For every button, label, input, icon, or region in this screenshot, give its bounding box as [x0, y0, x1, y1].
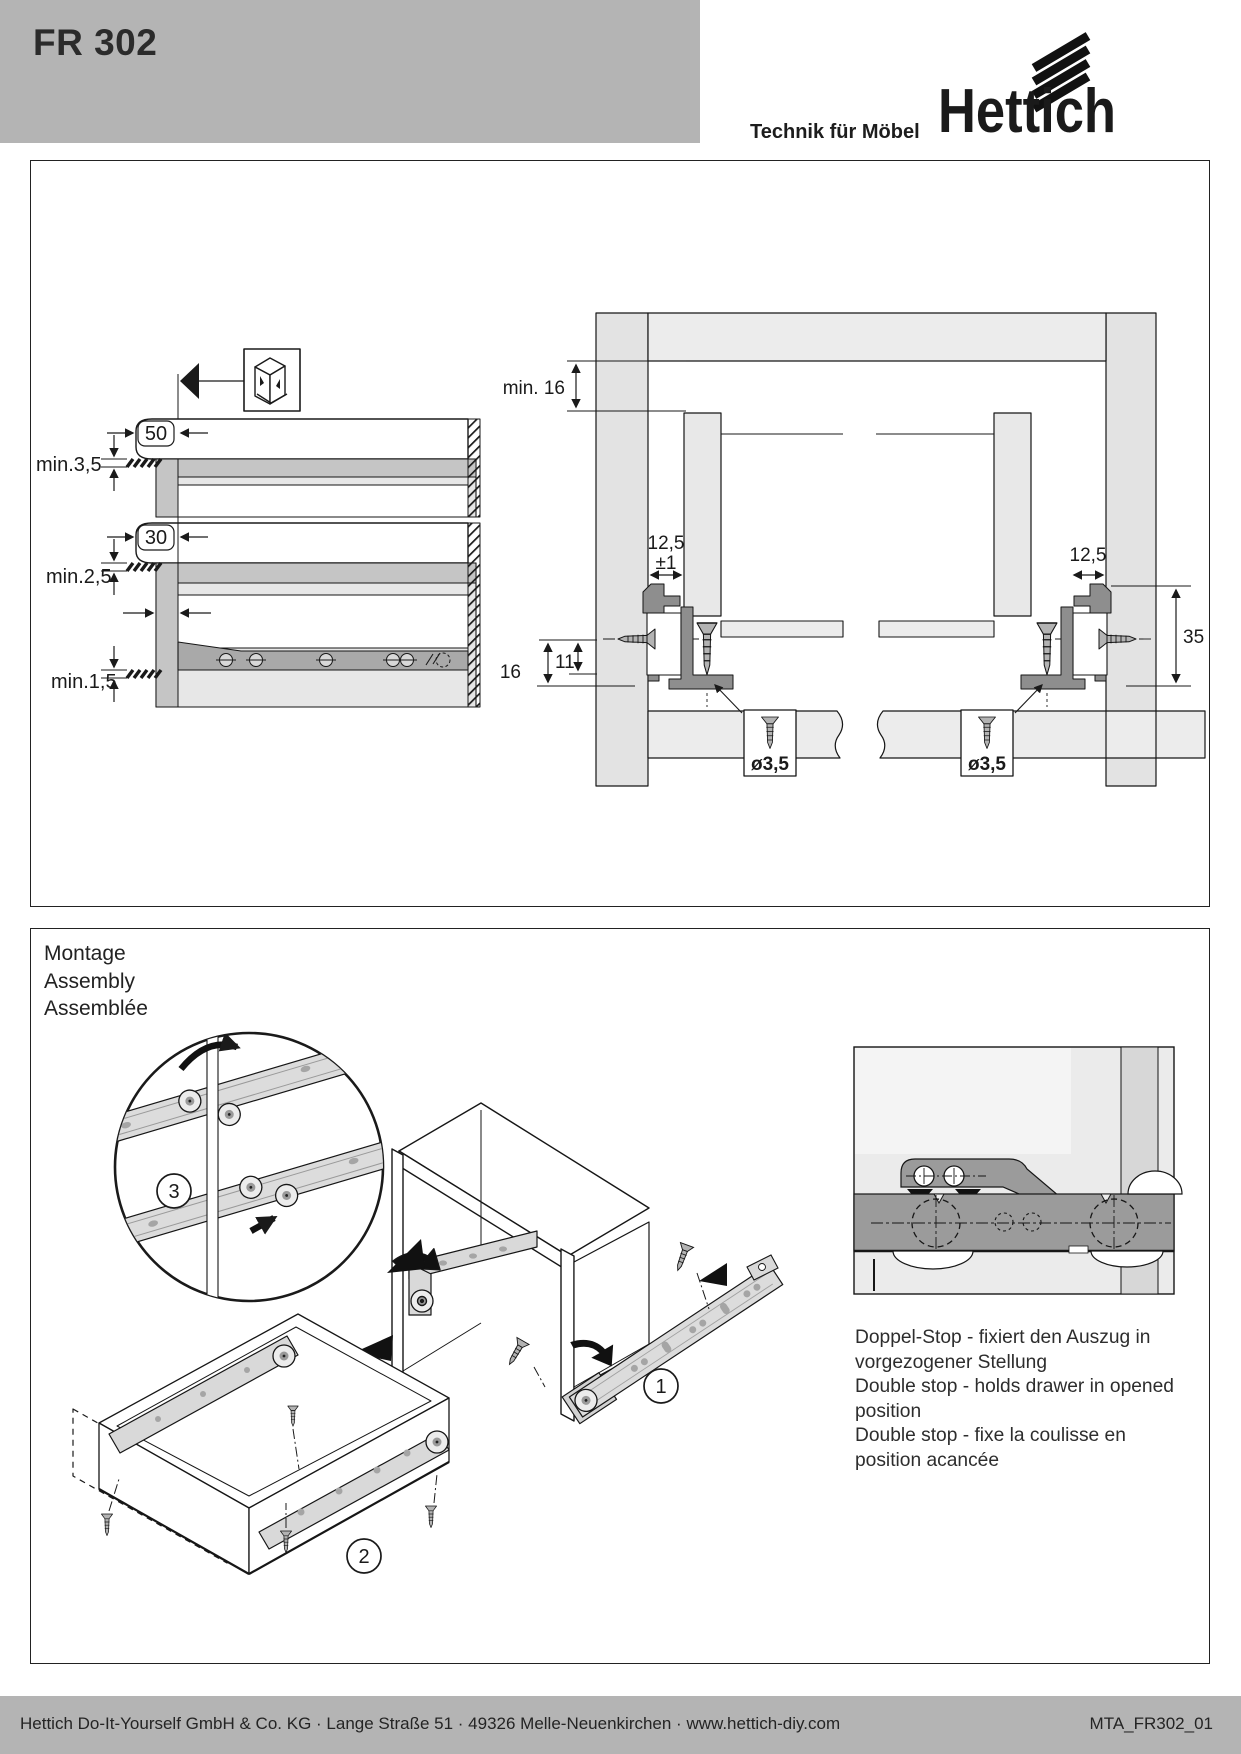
step1-badge: 1: [643, 1368, 679, 1404]
drawer-bottom-right: [878, 620, 995, 638]
screw-icon: [696, 622, 718, 676]
installation-diagram-panel: 50 min.3,5 30: [30, 160, 1210, 907]
page-title: FR 302: [33, 22, 158, 63]
note-line: Double stop - fixe la coulisse en: [855, 1425, 1126, 1447]
side-view-middle-drawing: 30 min.2,5 min.1,5: [46, 479, 481, 708]
stop-pins-icon: [906, 1165, 986, 1187]
note-line: Double stop - holds drawer in opened: [855, 1376, 1174, 1398]
drawer-step2: 2: [72, 1313, 450, 1575]
rotate-arrow-icon: [178, 1033, 241, 1072]
cabinet-side-right: [1105, 312, 1157, 787]
dim-11: 11: [555, 652, 575, 673]
installation-diagram: 50 min.3,5 30: [36, 312, 1206, 787]
dim-dia35-left: ø3,5: [751, 754, 789, 775]
screw-icon: [670, 1242, 695, 1274]
cabinet-side-left: [595, 312, 649, 787]
insert-arrow-icon: [387, 1239, 425, 1273]
drawer-front-dashed: [72, 1408, 228, 1564]
note-line: position: [855, 1400, 922, 1422]
footer-address: Hettich Do-It-Yourself GmbH & Co. KG · L…: [20, 1714, 841, 1733]
dim-30: 30: [145, 527, 167, 549]
roller-icon: [410, 1289, 434, 1313]
drawer-bottom-left: [720, 620, 844, 638]
assembly-drawing: 3: [72, 1031, 1183, 1575]
heading-en: Assembly: [44, 969, 136, 993]
mounting-bracket-left: [603, 583, 734, 707]
cabinet-carcass: [391, 1102, 650, 1422]
step2-number: 2: [358, 1546, 369, 1568]
runner-section-band: [853, 1193, 1175, 1252]
cabinet-bottom-right: [876, 710, 1206, 759]
dim-35: 35: [1183, 627, 1204, 648]
front-section-drawing: min. 16 12,5 ±1 12,5: [500, 312, 1206, 787]
dim-125-right: 12,5: [1070, 545, 1107, 566]
footer-gray-bar: [0, 1696, 1241, 1754]
cabinet-edge: [206, 1033, 219, 1301]
note-line: Doppel-Stop - fixiert den Auszug in: [855, 1327, 1151, 1348]
double-stop-detail: [853, 1046, 1183, 1295]
hettich-logo: Hettich: [938, 24, 1138, 146]
screw-icon: [101, 1513, 113, 1536]
drawer-side-left: [683, 412, 722, 617]
detail-circle-step3: 3: [113, 1031, 385, 1303]
lower-runner: [115, 1130, 383, 1254]
roller-dashed-icon: [871, 1195, 1171, 1250]
logo-stripes-icon: [1031, 32, 1091, 113]
assembly-panel: 3: [30, 928, 1210, 1664]
logo-wordmark: Hettich: [938, 77, 1116, 142]
dim-16: 16: [500, 662, 521, 683]
dim-dia35-right: ø3,5: [968, 754, 1006, 775]
side-view-top-drawing: 50 min.3,5: [36, 348, 481, 518]
note-line: position acancée: [855, 1449, 1000, 1471]
dim-125-left: 12,5: [648, 533, 685, 554]
step3-badge: 3: [156, 1173, 192, 1209]
step3-number: 3: [168, 1181, 179, 1203]
note-line: vorgezogener Stellung: [855, 1351, 1048, 1373]
direction-arrow-icon: [180, 363, 199, 399]
screw-callout-left: ø3,5: [714, 684, 797, 777]
dim-min16: min. 16: [503, 378, 565, 399]
header-gray-bar: [0, 0, 700, 143]
drawer-runner-near: [258, 1430, 450, 1550]
assembly-heading: Montage Assembly Assemblée: [44, 940, 148, 1023]
roller-icon: [425, 1430, 449, 1454]
runner-end-mark-icon: [425, 652, 451, 668]
dim-tolerance: ±1: [656, 553, 677, 574]
roller-icon: [272, 1344, 296, 1368]
dim-min25: min.2,5: [46, 566, 112, 588]
dim-min35: min.3,5: [36, 454, 102, 476]
footer-doc-id: MTA_FR302_01: [1089, 1714, 1213, 1733]
brand-tagline: Technik für Möbel: [750, 121, 920, 143]
insert-arrow-icon: [249, 1215, 278, 1235]
cabinet-pictogram-icon: [254, 357, 288, 405]
step2-badge: 2: [346, 1538, 382, 1574]
double-stop-note: Doppel-Stop - fixiert den Auszug in vorg…: [855, 1326, 1185, 1474]
fix-arrow-icon: [699, 1263, 727, 1286]
step1-number: 1: [655, 1376, 666, 1398]
drawer-runner-far: [108, 1335, 299, 1454]
heading-de: Montage: [44, 942, 126, 965]
dim-min15: min.1,5: [51, 671, 117, 693]
runner-mounted-inside: [408, 1230, 538, 1316]
cabinet-top-panel: [647, 312, 1107, 362]
hettich-logo-icon: Hettich: [938, 32, 1116, 146]
drawer-side-right: [993, 412, 1032, 617]
screw-icon: [425, 1505, 437, 1528]
screw-callout-right: ø3,5: [960, 684, 1043, 777]
runner-rail-step1: 1: [502, 1242, 784, 1425]
dim-50: 50: [145, 423, 167, 445]
screw-icon: [502, 1337, 530, 1369]
heading-fr: Assemblée: [44, 997, 148, 1020]
